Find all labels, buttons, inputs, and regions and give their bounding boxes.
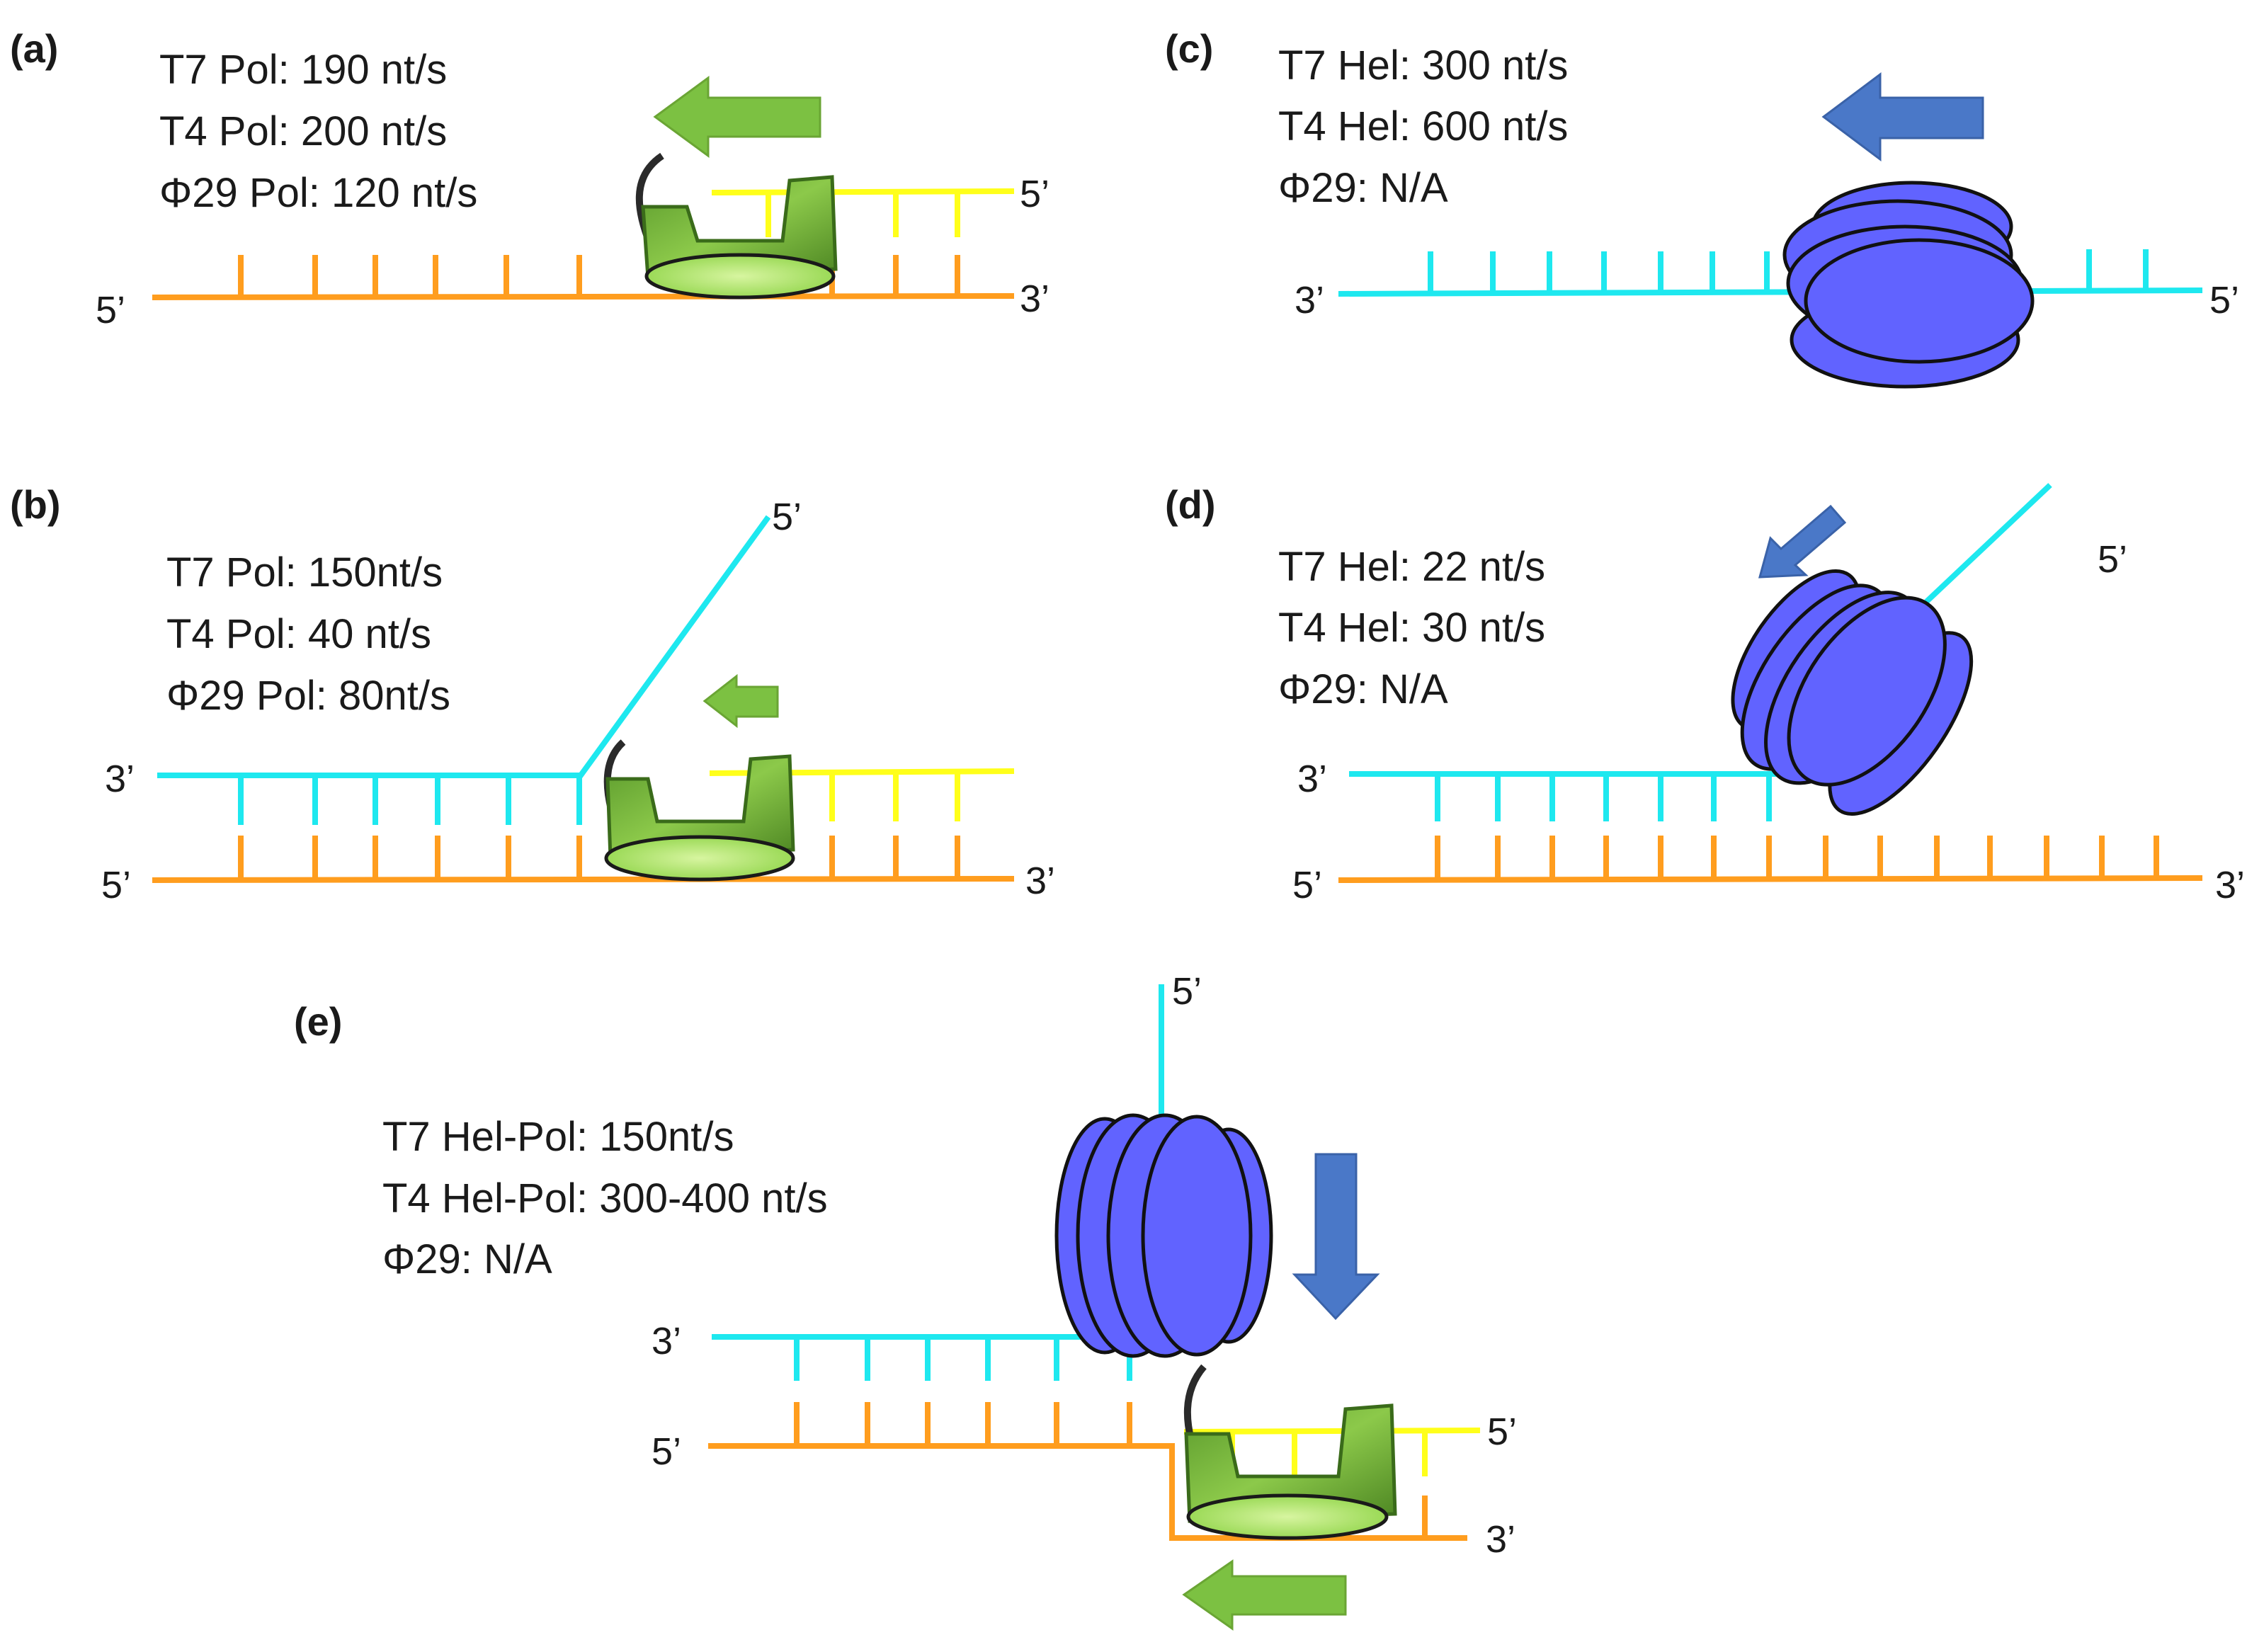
panel-a-rate-t4: T4 Pol: 200 nt/s: [159, 108, 447, 154]
panel-b-end-top-fork: 5’: [772, 496, 802, 538]
panel-d-end-bottom-right: 3’: [2215, 864, 2245, 906]
polymerase-clamp-icon: [1183, 1364, 1397, 1540]
panel-b-end-top-left: 3’: [105, 758, 135, 800]
panel-d-label: (d): [1165, 482, 1216, 527]
panel-a-rate-phi29: Φ29 Pol: 120 nt/s: [159, 170, 477, 216]
panel-e-end-fork: 5’: [1172, 970, 1202, 1013]
panel-d-lagging-strand: [1349, 483, 2052, 821]
direction-arrow-blue: [1821, 72, 1984, 161]
panel-b-end-bottom-left: 5’: [101, 864, 131, 906]
panel-d-end-top-left: 3’: [1297, 758, 1327, 800]
panel-d-rate-phi29: Φ29: N/A: [1278, 666, 1448, 712]
panel-d: (d) T7 Hel: 22 nt/s T4 Hel: 30 nt/s Φ29:…: [1165, 482, 2245, 906]
panel-e-rate-t7: T7 Hel-Pol: 150nt/s: [382, 1114, 734, 1160]
panel-a-template-strand: [152, 255, 1015, 300]
panel-e: (e) T7 Hel-Pol: 150nt/s T4 Hel-Pol: 300-…: [294, 970, 1517, 1631]
direction-arrow-green: [1182, 1559, 1347, 1631]
panel-c-rate-t4: T4 Hel: 600 nt/s: [1278, 103, 1568, 149]
panel-e-end-bottom-right: 3’: [1486, 1518, 1515, 1561]
panel-c-strand: [1338, 249, 2203, 297]
direction-arrow-blue: [1292, 1153, 1380, 1321]
panel-b-rate-t7: T7 Pol: 150nt/s: [166, 549, 443, 596]
direction-arrow-green: [702, 673, 779, 729]
panel-a-rate-t7: T7 Pol: 190 nt/s: [159, 47, 447, 93]
panel-e-end-primer-right: 5’: [1487, 1411, 1517, 1453]
direction-arrow-blue: [1758, 504, 1847, 579]
panel-a-end-template-left: 5’: [96, 289, 125, 331]
polymerase-clamp-icon: [603, 739, 795, 882]
panel-c-label: (c): [1165, 26, 1213, 71]
panel-d-template-strand: [1338, 836, 2203, 883]
polymerase-clamp-icon: [635, 152, 838, 300]
hexameric-helicase-icon: [1731, 569, 1974, 816]
panel-c-end-left: 3’: [1295, 279, 1324, 321]
panel-a-end-primer-right: 5’: [1020, 173, 1049, 215]
panel-e-label: (e): [294, 999, 342, 1044]
panel-d-end-fork: 5’: [2098, 538, 2127, 581]
panel-a-label: (a): [10, 26, 58, 71]
panel-a-end-template-right: 3’: [1020, 278, 1049, 320]
panel-d-rate-t4: T4 Hel: 30 nt/s: [1278, 605, 1545, 651]
panel-e-rate-t4: T4 Hel-Pol: 300-400 nt/s: [382, 1175, 828, 1221]
panel-c-rate-t7: T7 Hel: 300 nt/s: [1278, 42, 1568, 89]
panel-b-rate-phi29: Φ29 Pol: 80nt/s: [166, 673, 450, 719]
panel-b-lagging-strand: [157, 515, 771, 825]
panel-a-primer-strand: [711, 188, 1015, 237]
panel-e-end-bottom-left: 5’: [652, 1430, 681, 1473]
hexameric-helicase-icon: [1782, 181, 2035, 389]
panel-b: (b) T7 Pol: 150nt/s T4 Pol: 40 nt/s Φ29 …: [10, 482, 1055, 906]
panel-c-rate-phi29: Φ29: N/A: [1278, 165, 1448, 211]
panel-b-template-strand: [152, 836, 1015, 883]
panel-d-rate-t7: T7 Hel: 22 nt/s: [1278, 544, 1545, 590]
panel-a: (a) T7 Pol: 190 nt/s T4 Pol: 200 nt/s Φ2…: [10, 26, 1049, 331]
hexameric-helicase-icon: [1054, 1113, 1273, 1358]
panel-e-rate-phi29: Φ29: N/A: [382, 1236, 552, 1282]
panel-b-end-bottom-right: 3’: [1025, 860, 1055, 902]
panel-e-end-top-left: 3’: [652, 1320, 681, 1362]
panel-d-end-bottom-left: 5’: [1292, 864, 1322, 906]
panel-c: (c) T7 Hel: 300 nt/s T4 Hel: 600 nt/s Φ2…: [1165, 26, 2239, 389]
panel-b-label: (b): [10, 482, 61, 527]
direction-arrow-green: [653, 76, 821, 158]
panel-b-rate-t4: T4 Pol: 40 nt/s: [166, 611, 431, 657]
panel-c-end-right: 5’: [2209, 279, 2239, 321]
